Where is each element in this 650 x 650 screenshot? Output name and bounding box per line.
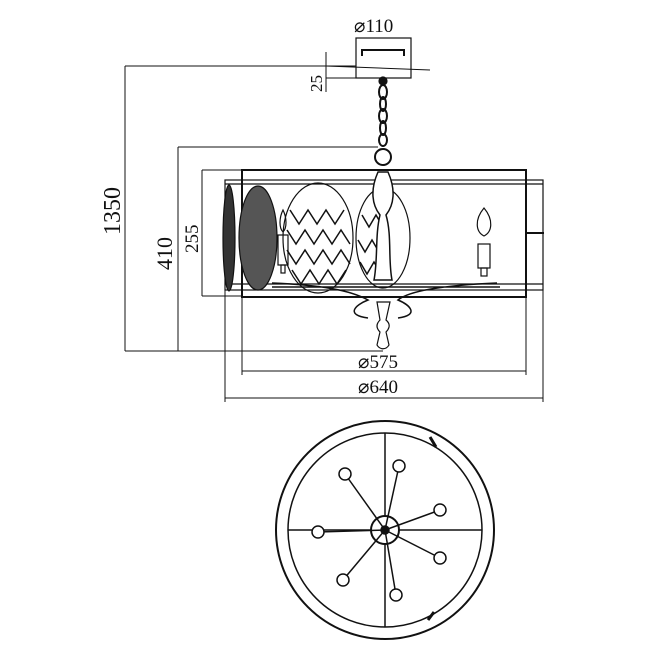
dim-body-height: 410 bbox=[152, 237, 177, 270]
canopy bbox=[355, 37, 412, 79]
side-view bbox=[222, 37, 544, 350]
dim-outer-diameter: ⌀640 bbox=[358, 377, 398, 398]
dim-canopy-diameter: ⌀110 bbox=[354, 16, 393, 37]
dimension-lines bbox=[124, 37, 544, 402]
chevron-medallions bbox=[222, 182, 411, 294]
bulb-arms bbox=[311, 459, 447, 602]
chain bbox=[374, 84, 392, 166]
finial bbox=[376, 301, 391, 350]
candle-right bbox=[476, 207, 492, 277]
arms bbox=[271, 282, 500, 319]
dim-inner-diameter: ⌀575 bbox=[358, 352, 398, 373]
bottom-view bbox=[275, 420, 495, 640]
center-column bbox=[372, 171, 394, 281]
dim-total-height: 1350 bbox=[100, 187, 126, 235]
candle-left bbox=[277, 208, 289, 274]
dim-shade-height: 255 bbox=[182, 225, 203, 254]
dim-canopy-height: 25 bbox=[307, 75, 326, 92]
